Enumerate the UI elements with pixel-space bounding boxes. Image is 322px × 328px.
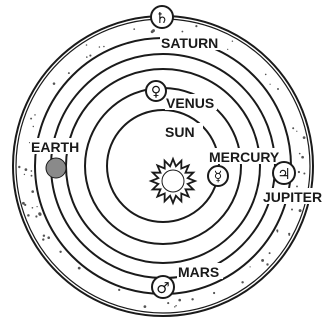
star-dot [18,166,20,168]
star-dot [213,292,215,294]
earth-icon [46,158,66,178]
jupiter-symbol-icon: ♃ [277,165,290,183]
star-dot [103,46,105,48]
star-dot [277,231,279,233]
jupiter-label: JUPITER [263,189,322,205]
star-dot [299,153,301,155]
star-dot [191,298,193,300]
star-dot [35,215,37,217]
star-dot [299,209,302,212]
mars-symbol-icon: ♂ [156,279,169,297]
star-dot [277,88,279,90]
star-dot [47,236,50,239]
star-dot [89,55,91,57]
star-dot [175,305,176,306]
star-dot [174,306,175,307]
star-dot [42,238,44,240]
star-dot [32,207,34,209]
mars-label: MARS [178,264,219,280]
star-dot [25,168,28,171]
star-dot [302,157,303,158]
star-dot [178,299,181,302]
mercury-label: MERCURY [209,149,280,165]
star-dot [39,213,42,216]
star-dot [133,28,135,30]
star-dot [30,118,32,120]
star-dot [22,202,25,205]
sun-label: SUN [165,124,195,140]
star-dot [303,172,305,174]
star-dot [265,74,267,76]
star-dot [152,29,155,32]
star-dot [31,175,33,177]
star-dot [291,208,293,210]
star-dot [181,31,183,33]
star-dot [36,206,37,207]
star-dot [292,127,294,129]
star-dot [43,234,45,236]
star-dot [261,259,264,262]
star-dot [288,234,290,236]
star-dot [118,289,120,291]
star-dot [250,266,251,267]
star-dot [68,72,70,74]
mercury-symbol-icon: ☿ [214,169,223,185]
star-dot [195,25,197,27]
star-dot [241,281,243,283]
star-dot [144,305,147,308]
saturn-orbit [35,38,291,294]
star-dot [86,56,88,58]
star-dot [303,136,306,139]
star-dot [31,170,33,172]
star-dot [269,252,271,254]
star-dot [232,40,233,41]
star-dot [296,185,298,187]
star-dot [27,214,30,217]
saturn-symbol-icon: ♄ [155,9,168,27]
star-dot [33,126,34,127]
star-dot [59,251,61,253]
star-dot [34,114,36,116]
star-dot [296,131,297,132]
saturn-label: SATURN [161,35,218,51]
star-dot [167,302,169,304]
star-dot [269,84,270,85]
sun-icon [151,159,195,203]
star-dot [227,49,228,50]
star-dot [266,263,268,265]
star-dot [298,171,300,173]
star-dot [99,46,101,48]
venus-symbol-icon: ♀ [151,84,161,100]
earth-label: EARTH [31,139,79,155]
star-dot [53,82,56,85]
star-dot [24,174,25,175]
star-dot [78,267,81,270]
star-dot [86,44,88,46]
star-dot [31,190,34,193]
venus-label: VENUS [166,95,214,111]
